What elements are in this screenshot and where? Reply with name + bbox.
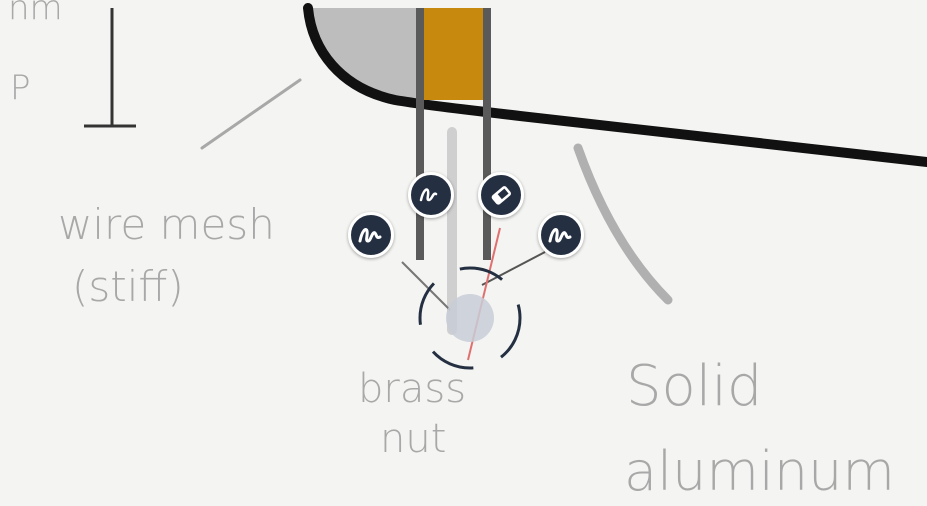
label-nut: nut — [380, 416, 446, 462]
label-wire-mesh: wire mesh — [58, 200, 275, 249]
label-stiff: (stiff) — [72, 262, 184, 311]
pen-tool-top[interactable] — [408, 172, 454, 218]
squiggle-pen-icon — [418, 185, 444, 205]
label-p: P — [10, 68, 31, 108]
eraser-tool[interactable] — [478, 172, 524, 218]
brass-fitting — [422, 8, 484, 100]
label-aluminum: aluminum — [624, 440, 895, 503]
connector-right — [482, 252, 545, 285]
pencil-stroke-curve — [578, 148, 668, 300]
squiggle-pen-icon — [548, 225, 574, 245]
label-solid: Solid — [626, 354, 762, 419]
pencil-stroke-1 — [202, 80, 300, 148]
selection-handle[interactable] — [446, 294, 494, 342]
pen-tool-left[interactable] — [348, 212, 394, 258]
label-nm: nm — [8, 0, 63, 28]
eraser-icon — [489, 183, 513, 207]
squiggle-pen-icon — [358, 225, 384, 245]
pen-tool-right[interactable] — [538, 212, 584, 258]
label-brass: brass — [358, 366, 466, 412]
connector-left — [402, 262, 450, 310]
